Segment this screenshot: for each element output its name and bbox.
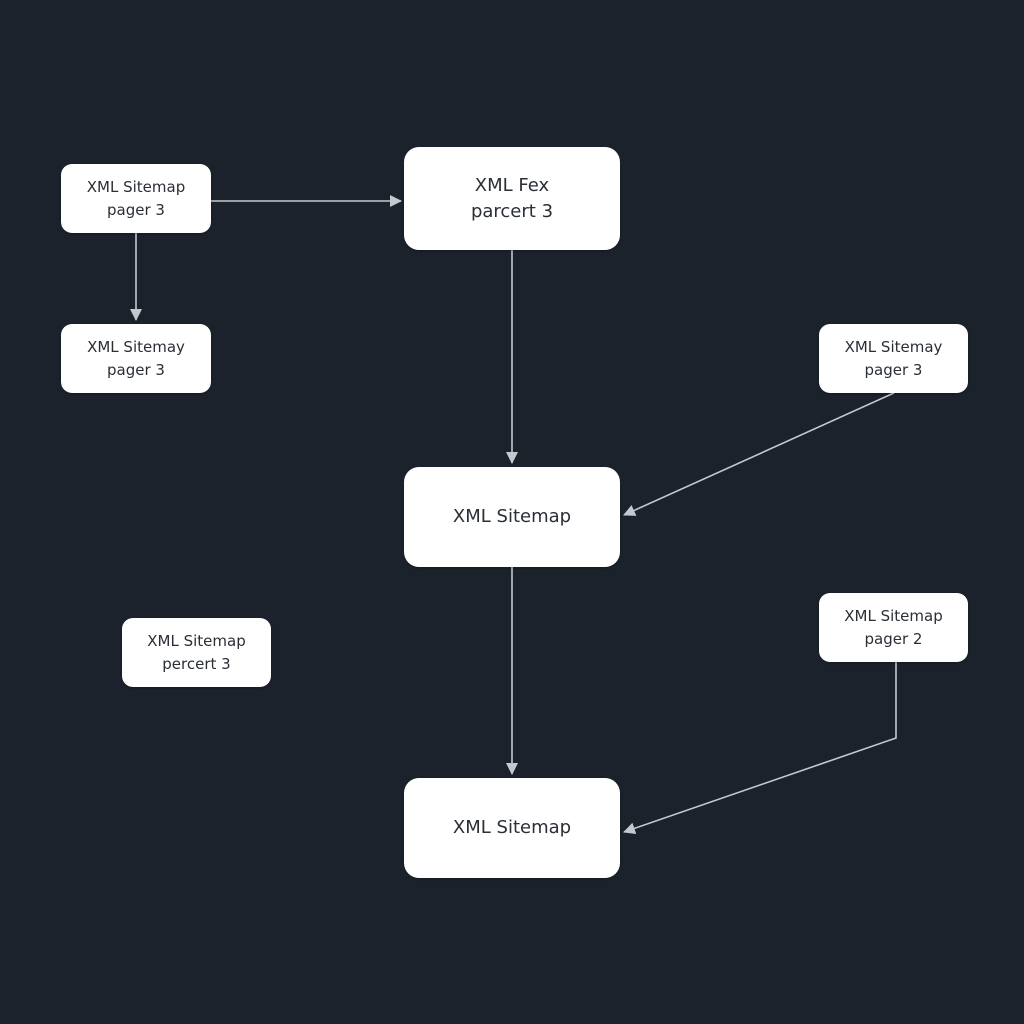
node-label-line2: parcert 3 (470, 200, 554, 222)
node-xml-sitemap-percert-3[interactable]: XML Sitemap percert 3 (122, 618, 271, 687)
node-label-line2: pager 3 (107, 200, 165, 219)
node-label-line1: XML Sitemap (147, 631, 246, 650)
node-label-line1: XML Sitemap (844, 606, 943, 625)
node-label-line1: XML Sitemay (844, 337, 943, 356)
node-label-line2: pager 3 (107, 360, 165, 379)
node-label-line2: pager 3 (864, 360, 923, 379)
node-label-line1: XML Fex (474, 174, 550, 196)
node-label-line2: percert 3 (162, 654, 231, 673)
node-xml-sitemap-pager-2[interactable]: XML Sitemap pager 2 (819, 593, 968, 662)
node-xml-sitemap-bottom[interactable]: XML Sitemap (404, 778, 620, 878)
node-label-line2: pager 2 (864, 629, 923, 648)
node-xml-fex-parcert-3[interactable]: XML Fex parcert 3 (404, 147, 620, 250)
node-label-line1: XML Sitemap (452, 506, 572, 527)
node-xml-sitemap-middle[interactable]: XML Sitemap (404, 467, 620, 567)
edge-d-to-e (623, 392, 895, 516)
edge-g-to-h (623, 662, 897, 835)
node-xml-sitemap-pager-3-top-left[interactable]: XML Sitemap pager 3 (61, 164, 211, 233)
node-label-line1: XML Sitemap (452, 817, 572, 838)
node-xml-sitemay-pager-3-right[interactable]: XML Sitemay pager 3 (819, 324, 968, 393)
node-xml-sitemay-pager-3-left[interactable]: XML Sitemay pager 3 (61, 324, 211, 393)
node-label-line1: XML Sitemap (86, 177, 186, 196)
node-label-line1: XML Sitemay (87, 337, 185, 356)
